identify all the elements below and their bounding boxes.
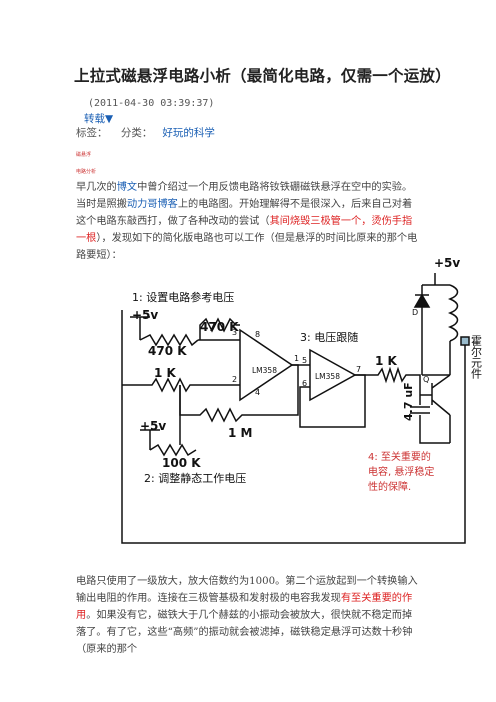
- intro-paragraph: 早几次的博文中曾介绍过一个用反馈电路将钕铁硼磁铁悬浮在空中的实验。当时是照搬动力…: [76, 179, 421, 264]
- pin-label: 2: [232, 375, 237, 384]
- category-label: 分类：: [120, 127, 153, 139]
- highlight-text: 有至关重要的作用: [76, 593, 413, 621]
- diode-label: D: [412, 308, 418, 317]
- tag-magnetic-levitation[interactable]: 磁悬浮: [76, 152, 92, 158]
- label-step2: 2: 调整静态工作电压: [144, 471, 246, 485]
- article-title: 上拉式磁悬浮电路小析（最简化电路，仅需一个运放）: [74, 66, 451, 85]
- pin-label: 1: [294, 354, 299, 363]
- meta-row: 标签： 分类： 好玩的科学: [76, 125, 215, 140]
- opamp-label: LM358: [252, 366, 277, 375]
- highlight-text: 其间烧毁三极管一个，烫伤手指一根: [76, 216, 413, 244]
- tag-circuit-analysis[interactable]: 电路分析: [76, 169, 97, 175]
- text-run: ），发现如下的简化版电路也可以工作（但是悬浮的时间比原来的那个电路要短）：: [76, 233, 418, 261]
- label-step3: 3: 电压跟随: [300, 330, 358, 344]
- resistor-label: 1 M: [228, 426, 252, 440]
- pin-label: 6: [302, 379, 307, 388]
- capacitor-note: 性的保障.: [368, 480, 411, 493]
- supply-label: +5v: [434, 256, 460, 270]
- pin-label: 7: [356, 365, 361, 374]
- pin-label: 3: [232, 328, 237, 337]
- resistor-label: 100 K: [162, 456, 201, 470]
- pin-label: 4: [255, 388, 260, 397]
- circuit-diagram: 1: 设置电路参考电压 2: 调整静态工作电压 3: 电压跟随 +5v +5v …: [121, 256, 483, 544]
- resistor-label: 1 K: [375, 354, 398, 368]
- pin-label: 8: [255, 330, 260, 339]
- post-date: (2011-04-30 03:39:37): [88, 98, 215, 109]
- capacitor-note: 4: 至关重要的: [368, 450, 431, 463]
- capacitor-note: 电容, 悬浮稳定: [368, 465, 434, 478]
- resistor-label: 470 K: [148, 344, 187, 358]
- hall-sensor-label: 霍尔元件: [470, 335, 483, 380]
- transistor-label: Q: [423, 375, 429, 384]
- resistor-label: 470 K: [200, 320, 239, 334]
- tags-label: 标签：: [76, 127, 108, 139]
- supply-label: +5v: [140, 419, 166, 433]
- category-link[interactable]: 好玩的科学: [162, 127, 215, 139]
- opamp-label: LM358: [315, 372, 340, 381]
- dongli-blog-link[interactable]: 动力哥博客: [126, 199, 178, 210]
- analysis-paragraph: 电路只使用了一级放大，放大倍数约为1000。第二个运放起到一个转换输入输出电阻的…: [76, 573, 421, 658]
- blog-link[interactable]: 博文: [116, 182, 138, 193]
- label-step1: 1: 设置电路参考电压: [132, 290, 234, 304]
- text-run: 中曾介绍过一个用反馈电路将钕铁硼磁铁悬浮在空中的实验。当时是照搬: [76, 182, 413, 210]
- text-run: 电路只使用了一级放大，放大倍数约为1000。第二个运放起到一个转换输入输出电阻的…: [76, 576, 418, 604]
- text-run: 早几次的: [76, 182, 117, 193]
- text-run: 。如果没有它，磁铁大于几个赫兹的小振动会被放大，很快就不稳定而掉落了。有了它，这…: [76, 610, 413, 655]
- repost-link[interactable]: 转载▼: [84, 113, 114, 125]
- pin-label: 5: [302, 356, 307, 365]
- text-run: 上的电路图。开始理解得不是很深入，后来自己对着这个电路东敲西打，做了各种改动的尝…: [76, 199, 413, 227]
- capacitor-label: 4.7 uF: [402, 382, 415, 421]
- resistor-label: 1 K: [154, 366, 177, 380]
- supply-label: +5v: [132, 308, 158, 322]
